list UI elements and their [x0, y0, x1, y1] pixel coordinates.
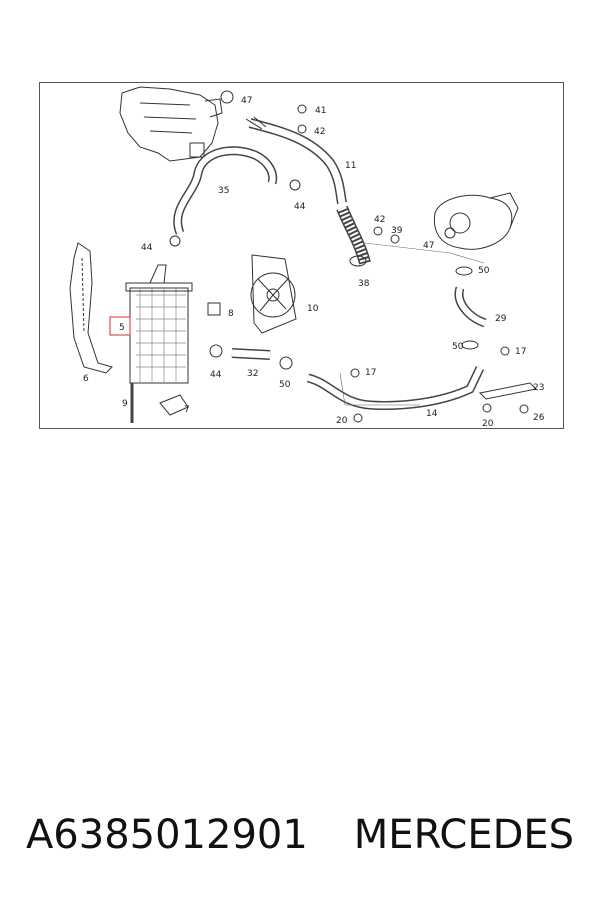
part-label-9: 9	[122, 399, 128, 409]
parts-diagram: 47 41 42 11 35 44 42 39 47 44 50 38 29 8…	[69, 86, 545, 428]
part-label-7: 7	[184, 405, 190, 415]
part-label-50: 50	[478, 266, 490, 276]
part-label-41: 41	[315, 106, 326, 116]
part-label-11: 11	[345, 161, 356, 171]
part-label-17: 17	[365, 368, 376, 378]
part-label-50: 50	[452, 342, 464, 352]
hose-32	[231, 348, 271, 360]
part-label-14: 14	[426, 409, 438, 419]
part-label-23: 23	[533, 383, 544, 393]
part-label-32: 32	[247, 369, 258, 379]
pipe-14	[306, 366, 485, 410]
pipe-11	[245, 116, 347, 204]
part-label-39: 39	[391, 226, 403, 236]
part-label-26: 26	[533, 413, 545, 423]
part-label-5: 5	[119, 323, 125, 333]
part-label-50: 50	[279, 380, 291, 390]
leader-lines	[339, 242, 485, 406]
intercooler-5	[125, 264, 193, 384]
part-label-38: 38	[358, 279, 370, 289]
part-label-42: 42	[374, 215, 385, 225]
hose-38	[336, 205, 371, 267]
hose-35	[173, 146, 278, 235]
part-label-35: 35	[218, 186, 229, 196]
part-label-6: 6	[83, 374, 89, 384]
part-label-42: 42	[314, 127, 325, 137]
small-parts	[169, 90, 529, 423]
part-label-44: 44	[141, 243, 153, 253]
part-label-17: 17	[515, 347, 526, 357]
part-6	[69, 242, 113, 374]
caption: A6385012901 MERCEDES	[0, 800, 600, 870]
brand-name: MERCEDES	[353, 812, 575, 858]
part-label-10: 10	[307, 304, 319, 314]
part-labels: 47 41 42 11 35 44 42 39 47 44 50 38 29 8…	[83, 96, 545, 428]
part-label-20: 20	[336, 416, 348, 426]
turbocharger	[433, 192, 519, 250]
part-label-20: 20	[482, 419, 494, 428]
part-label-47: 47	[241, 96, 252, 106]
part-label-29: 29	[495, 314, 507, 324]
fan-10	[250, 254, 297, 334]
hose-29	[454, 286, 487, 328]
part-number: A6385012901	[25, 812, 308, 858]
part-label-44: 44	[210, 370, 222, 380]
highlight-box	[109, 316, 131, 336]
bracket-23	[478, 382, 538, 400]
diagram-frame: 47 41 42 11 35 44 42 39 47 44 50 38 29 8…	[39, 82, 564, 429]
part-label-47: 47	[423, 241, 434, 251]
part-7	[159, 394, 189, 416]
engine-block	[119, 86, 223, 162]
part-label-44: 44	[294, 202, 306, 212]
part-label-8: 8	[228, 309, 234, 319]
